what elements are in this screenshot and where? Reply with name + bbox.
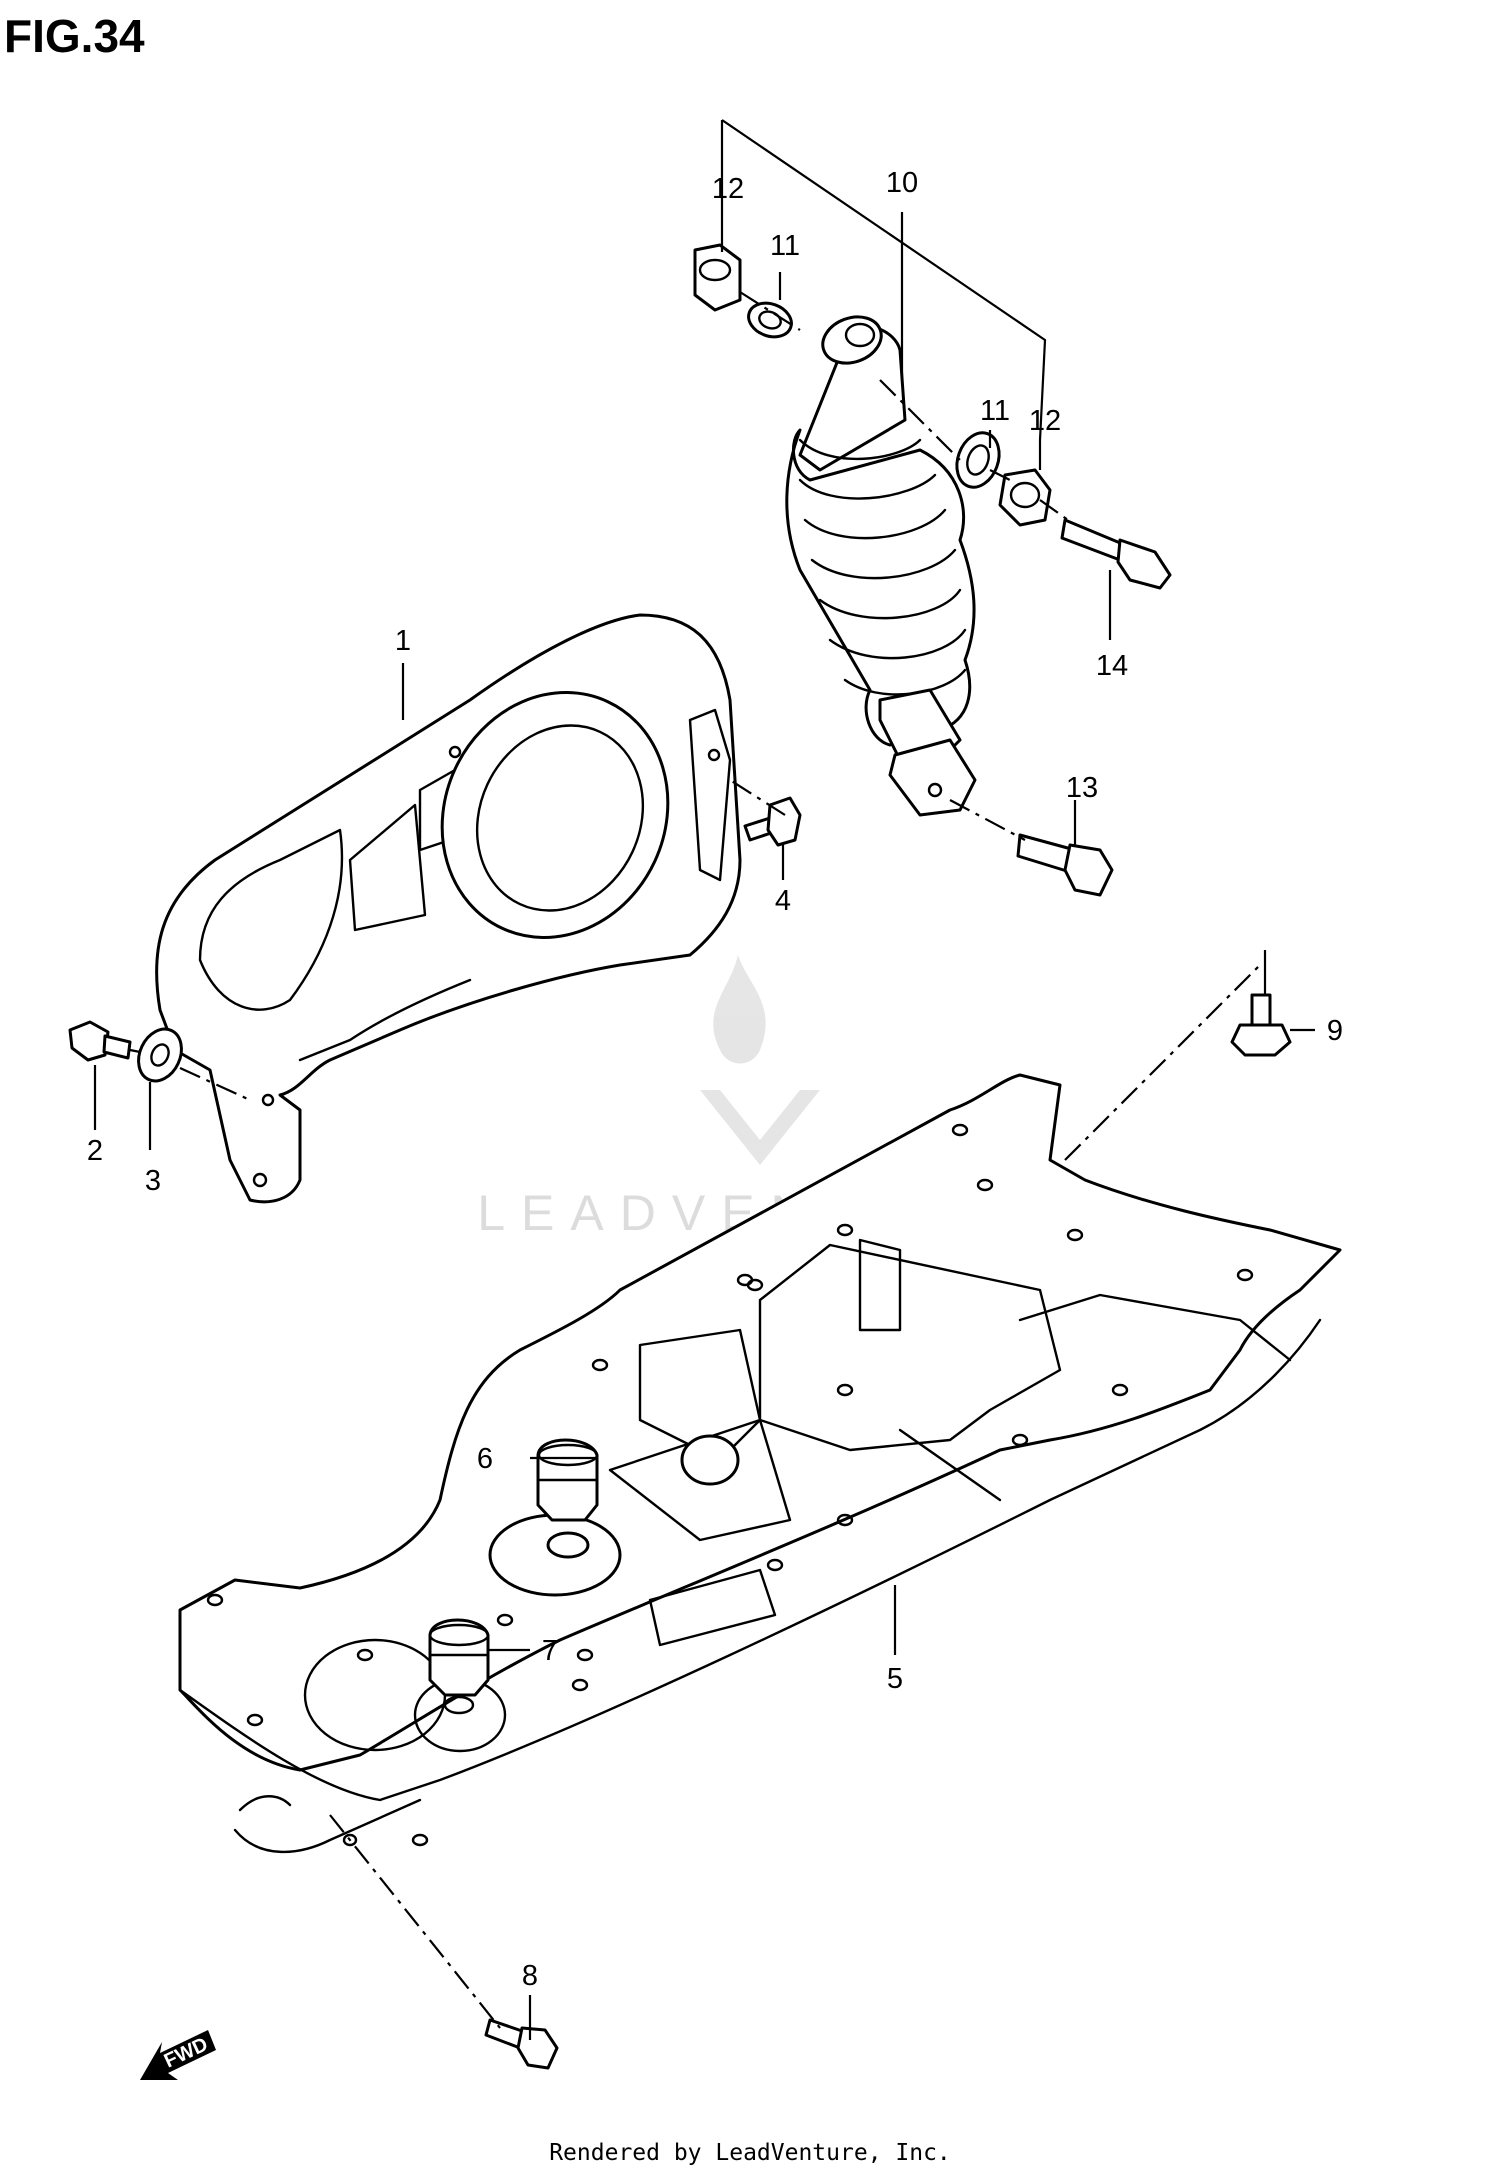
part-11-washer-lower[interactable] xyxy=(950,427,1007,493)
part-12-bushing-upper[interactable] xyxy=(693,243,742,312)
part-9-bolt[interactable] xyxy=(1230,993,1292,1057)
part-2-bolt[interactable] xyxy=(68,1020,132,1062)
footer-credit: Rendered by LeadVenture, Inc. xyxy=(549,2140,951,2166)
part-6-bumper[interactable] xyxy=(536,1438,599,1559)
part-4-bolt[interactable] xyxy=(743,796,802,847)
callout-10: 10 xyxy=(886,167,918,199)
callout-1: 1 xyxy=(395,625,411,657)
callout-11-upper: 11 xyxy=(770,230,800,262)
watermark-logo xyxy=(700,955,820,1165)
figure-label: FIG.34 xyxy=(4,10,145,62)
part-7-bumper[interactable] xyxy=(428,1618,490,1715)
part-1-cover[interactable] xyxy=(155,613,742,1204)
callout-2: 2 xyxy=(87,1135,103,1167)
shock-spring-coils xyxy=(798,438,967,696)
callout-6: 6 xyxy=(477,1443,493,1475)
callout-4: 4 xyxy=(775,885,791,917)
callout-3: 3 xyxy=(145,1165,161,1197)
skid-plate-holes xyxy=(206,1123,1254,1847)
part-8-bolt[interactable] xyxy=(484,2018,559,2070)
callout-7: 7 xyxy=(542,1635,558,1667)
callout-5: 5 xyxy=(887,1663,903,1695)
callout-11-lower: 11 xyxy=(980,395,1010,427)
part-13-bolt[interactable] xyxy=(1016,833,1114,897)
callout-12-upper: 12 xyxy=(712,173,744,205)
callout-9: 9 xyxy=(1327,1015,1343,1047)
part-3-washer[interactable] xyxy=(130,1022,189,1088)
callout-labels: 1 2 3 4 5 6 7 8 9 10 11 11 12 12 13 14 xyxy=(87,167,1343,1992)
part-12-bushing-lower[interactable] xyxy=(998,468,1052,527)
forward-direction-arrow: FWD xyxy=(140,2030,216,2080)
callout-14: 14 xyxy=(1096,650,1128,682)
callout-8: 8 xyxy=(522,1960,538,1992)
part-11-washer-upper[interactable] xyxy=(744,297,796,342)
callout-13: 13 xyxy=(1066,772,1098,804)
leader-lines xyxy=(93,119,1315,2040)
callout-12-lower: 12 xyxy=(1029,405,1061,437)
part-10-shock-absorber[interactable] xyxy=(785,309,977,817)
part-14-bolt[interactable] xyxy=(1060,518,1172,590)
fwd-label: FWD xyxy=(161,2033,212,2072)
assembly-lines xyxy=(129,291,1261,2029)
